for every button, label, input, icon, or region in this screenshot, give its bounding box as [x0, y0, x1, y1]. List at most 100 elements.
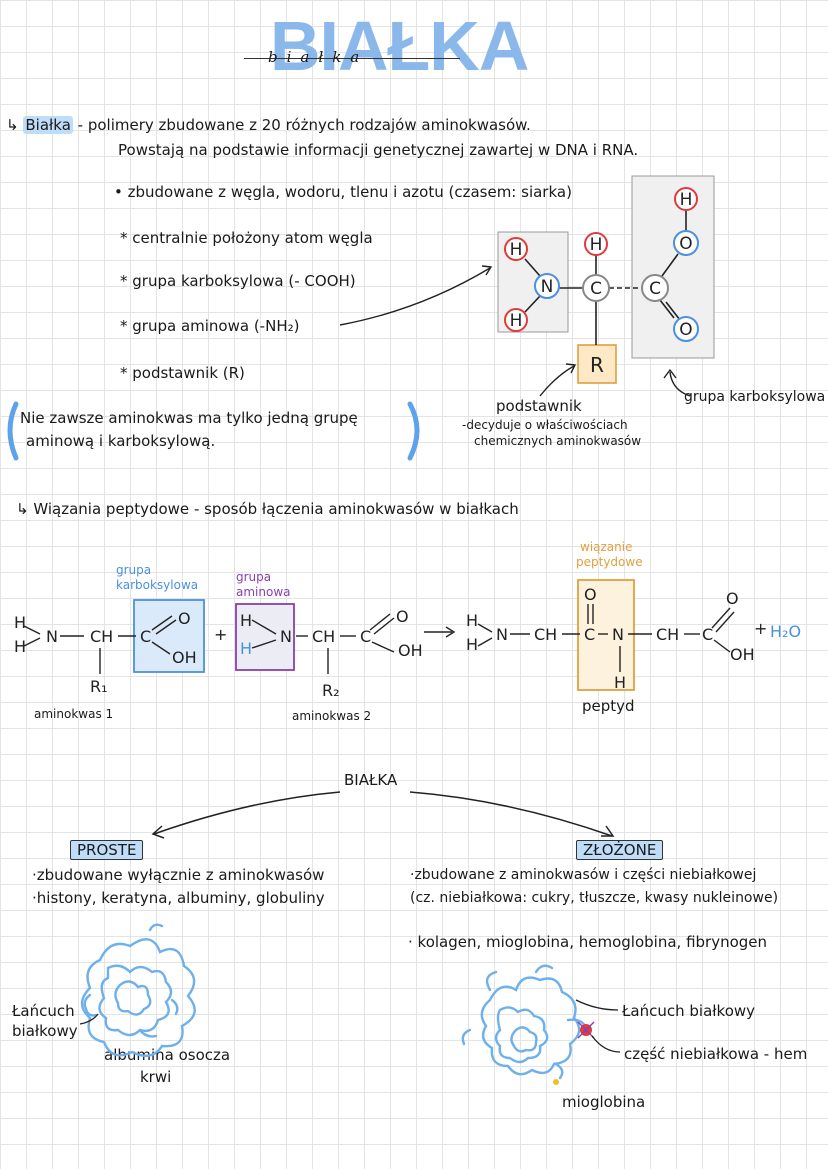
complex-pointers	[575, 999, 621, 1053]
simple-example-2: krwi	[140, 1068, 172, 1086]
simple-line-1: ·zbudowane wyłącznie z aminokwasów	[32, 866, 325, 884]
svg-text:H: H	[466, 635, 478, 654]
svg-text:O: O	[584, 585, 597, 604]
complex-part-label: część niebiałkowa - hem	[624, 1045, 808, 1063]
atom-n: N	[534, 273, 560, 299]
aminoacid-1-label: aminokwas 1	[34, 707, 114, 721]
part-carboxyl-group: * grupa karboksylowa (- COOH)	[120, 272, 356, 290]
peptide-bond-box	[577, 579, 635, 691]
intro-line-1: ↳ Białka - polimery zbudowane z 20 różny…	[6, 116, 531, 134]
simple-line-2: ·histony, keratyna, albuminy, globuliny	[32, 889, 325, 907]
svg-text:N: N	[541, 277, 554, 297]
carboxyl-group-box-peptide	[133, 599, 205, 673]
amino-pointer-arrow	[339, 267, 491, 326]
svg-text:R₂: R₂	[322, 681, 340, 700]
atom-h2: H	[504, 308, 528, 332]
atom-o2: O	[673, 316, 699, 342]
svg-text:H: H	[14, 637, 26, 656]
title-strike-line	[244, 58, 460, 59]
svg-text:CH: CH	[656, 625, 679, 644]
svg-text:O: O	[396, 607, 409, 626]
simple-chain-label-1: Łańcuch	[12, 1002, 75, 1020]
structure-atoms: H H N H C C H	[504, 187, 699, 377]
amino-label-1: grupa	[236, 570, 272, 584]
svg-text:N: N	[612, 625, 624, 644]
simple-example-1: albumina osocza	[104, 1046, 231, 1064]
carboxyl-group-label: grupa karboksylowa	[684, 389, 826, 405]
myoglobin-illustration	[461, 964, 588, 1080]
svg-text:+: +	[754, 619, 767, 638]
intro-term: Białka	[23, 116, 73, 134]
arrow-to-complex	[409, 791, 613, 837]
svg-text:O: O	[178, 609, 191, 628]
bond-label-2: peptydowe	[576, 555, 643, 569]
simple-chain-label-2: białkowy	[12, 1022, 78, 1040]
part-amino-group: * grupa aminowa (-NH₂)	[120, 317, 300, 335]
atom-h-top: H	[584, 232, 608, 256]
peptide-heading: Wiązania peptydowe	[33, 500, 190, 518]
svg-text:H: H	[680, 190, 693, 210]
svg-text:O: O	[679, 234, 692, 254]
carboxyl-label-1: grupa	[116, 563, 152, 577]
substituent-desc-1: -decyduje o właściwościach	[462, 418, 628, 432]
bullet-arrow-icon: ↳	[6, 116, 19, 134]
part-substituent: * podstawnik (R)	[120, 364, 245, 382]
peptide-glyphs: H H N CH C O OH R₁ + H H N CH C O OH R₂ …	[14, 585, 801, 700]
intro-definition: - polimery zbudowane z 20 różnych rodzaj…	[77, 116, 531, 134]
iron-dot-icon	[553, 1079, 559, 1085]
svg-text:CH: CH	[312, 627, 335, 646]
svg-text:N: N	[46, 627, 58, 646]
svg-text:+: +	[214, 625, 227, 644]
svg-text:H: H	[614, 673, 626, 692]
svg-text:C: C	[360, 627, 371, 646]
svg-text:H: H	[510, 311, 523, 331]
complex-chain-label: Łańcuch białkowy	[622, 1002, 756, 1020]
svg-text:H: H	[590, 235, 603, 255]
atom-r: R	[590, 353, 604, 377]
svg-text:C: C	[702, 625, 713, 644]
amino-label-2: aminowa	[236, 585, 291, 599]
substituent-label: podstawnik	[496, 397, 582, 415]
svg-text:C: C	[140, 627, 151, 646]
atom-c-acid: C	[641, 274, 669, 302]
substituent-desc-2: chemicznych aminokwasów	[474, 434, 642, 448]
carboxyl-group-box	[631, 175, 715, 359]
svg-text:CH: CH	[90, 627, 113, 646]
intro-line-2: Powstają na podstawie informacji genetyc…	[118, 141, 639, 159]
peptide-label: peptyd	[582, 697, 635, 715]
svg-text:C: C	[590, 279, 602, 299]
peptide-heading-desc: - sposób łączenia aminokwasów w białkach	[193, 500, 519, 518]
composition-line: • zbudowane z węgla, wodoru, tlenu i azo…	[114, 183, 572, 201]
complex-line-1: ·zbudowane z aminokwasów i części niebia…	[410, 867, 757, 883]
svg-text:O: O	[726, 589, 739, 608]
svg-text:H: H	[14, 613, 26, 632]
svg-text:CH: CH	[534, 625, 557, 644]
atom-o1: O	[673, 230, 699, 256]
simple-proteins-label: PROSTE	[70, 840, 144, 860]
note-bracket-left	[7, 401, 19, 461]
albumin-illustration	[80, 923, 196, 1058]
note-line-2: aminową i karboksylową.	[26, 432, 216, 450]
svg-text:H: H	[466, 611, 478, 630]
note-line-1: Nie zawsze aminokwas ma tylko jedną grup…	[20, 409, 358, 427]
svg-text:R₁: R₁	[90, 677, 108, 696]
page-title: BIAŁKA	[270, 7, 529, 85]
amino-group-box-peptide	[235, 603, 295, 671]
complex-line-2: (cz. niebiałkowa: cukry, tłuszcze, kwasy…	[410, 890, 779, 906]
atom-c-alpha: C	[582, 274, 610, 302]
svg-text:OH: OH	[730, 645, 755, 664]
svg-text:N: N	[496, 625, 508, 644]
structure-bonds	[524, 211, 687, 345]
atom-h-acid: H	[674, 187, 698, 211]
substituent-box	[577, 344, 617, 384]
classification-arrows	[151, 791, 615, 839]
peptide-bonds	[23, 604, 735, 674]
arrow-to-simple	[153, 791, 341, 835]
classification-root: BIAŁKA	[344, 771, 398, 789]
complex-example: mioglobina	[562, 1093, 646, 1111]
peptide-heading-row: ↳ Wiązania peptydowe - sposób łączenia a…	[16, 500, 519, 518]
svg-text:C: C	[649, 279, 661, 299]
aminoacid-2-label: aminokwas 2	[292, 709, 372, 723]
